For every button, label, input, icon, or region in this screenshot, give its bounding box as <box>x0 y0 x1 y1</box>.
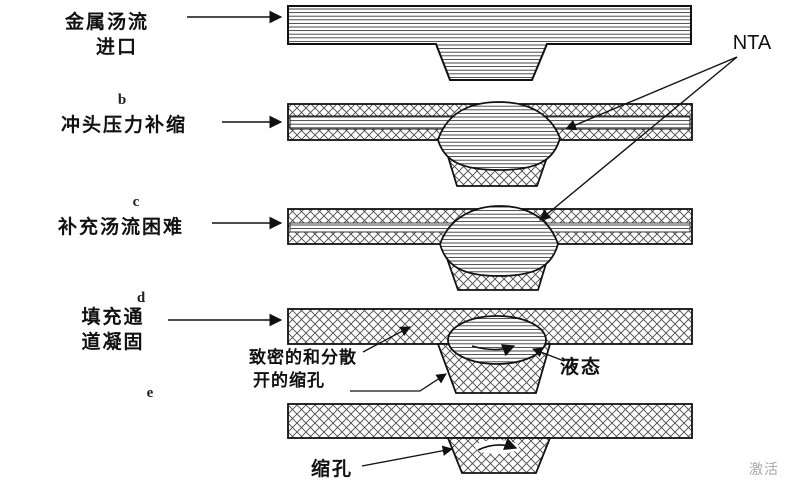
stage-e-diagram <box>287 403 693 474</box>
annotation-arrows <box>350 326 565 467</box>
stage-a-label-line2: 进口 <box>96 36 138 58</box>
liquid-label-arrow <box>532 347 565 362</box>
liquid-dome-c <box>439 205 559 277</box>
stage-d-diagram <box>287 308 693 394</box>
stage-b-label: 冲头压力补缩 <box>61 113 187 136</box>
watermark-text: 激活 <box>749 461 779 477</box>
liquid-label: 液态 <box>560 355 602 378</box>
nta-label: NTA <box>733 32 772 54</box>
nta-arrow-to-stage-b <box>564 56 738 131</box>
dispersed-shrinkage-arrow <box>350 373 447 392</box>
dense-shrinkage-arrow <box>362 326 411 353</box>
stage-e-letter: e <box>147 385 154 401</box>
nta-arrow-to-stage-c <box>539 56 738 221</box>
stage-d-letter: d <box>137 290 146 306</box>
cavity-arrow <box>477 438 518 451</box>
shrinkage-label-arrow <box>361 445 454 467</box>
liquid-dome-b <box>437 101 561 171</box>
liquid-pocket-d <box>447 315 547 365</box>
stage-c-letter: c <box>133 194 140 210</box>
shrinkage-hole-label: 缩孔 <box>311 457 353 480</box>
stage-c-diagram <box>287 205 693 291</box>
dense-dispersed-label-line1: 致密的和分散 <box>249 347 357 367</box>
nta-arrows <box>539 56 738 221</box>
stage-d-label-line2: 道凝固 <box>81 330 144 353</box>
stage-a-diagram <box>287 5 692 81</box>
stage-a-label-line1: 金属汤流 <box>64 10 149 33</box>
stage-d-label-line1: 填充通 <box>81 305 144 328</box>
stage-b-letter: b <box>118 92 126 108</box>
stage-c-label: 补充汤流困难 <box>58 215 184 238</box>
pointer-arrows <box>168 10 283 327</box>
dense-dispersed-label-line2: 开的缩孔 <box>253 370 325 390</box>
flow-arrow-in-pocket <box>471 344 516 357</box>
